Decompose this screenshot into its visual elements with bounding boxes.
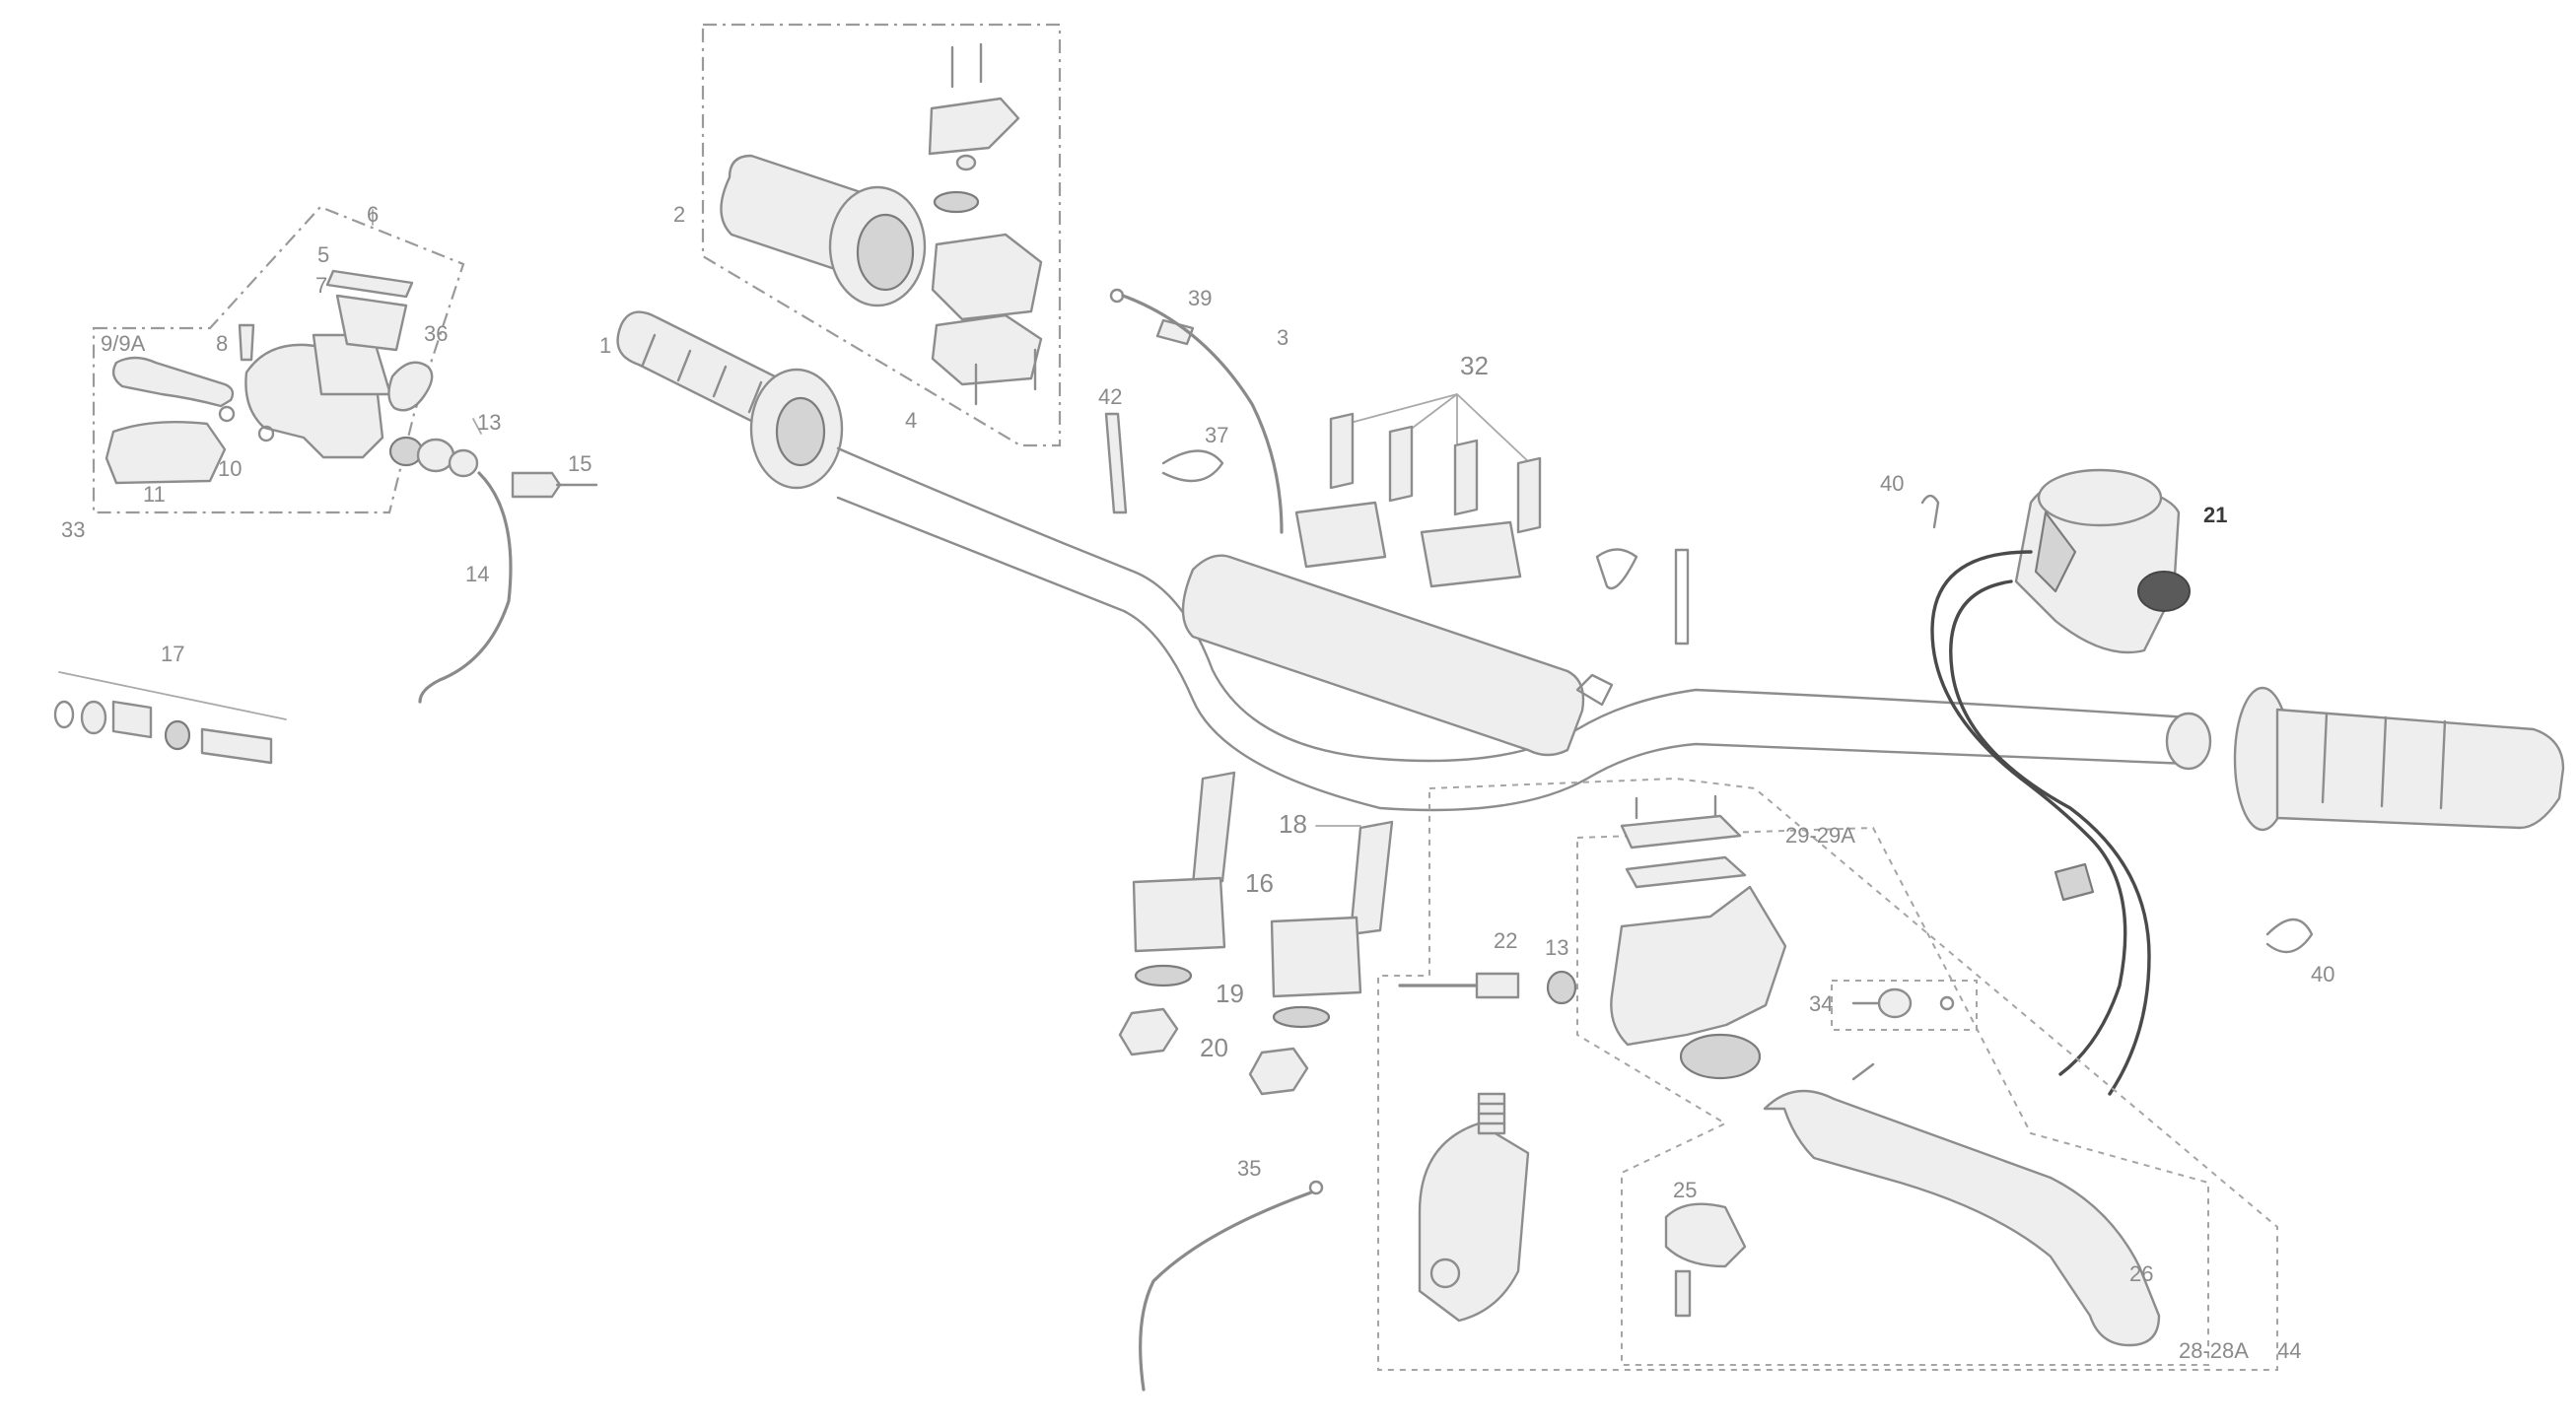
- callout-33: 33: [61, 517, 85, 542]
- callout-36: 36: [424, 321, 448, 346]
- callout-9-9a: 9/9A: [101, 331, 146, 356]
- callout-22: 22: [1494, 928, 1517, 953]
- callout-34: 34: [1809, 991, 1833, 1016]
- callout-10: 10: [218, 456, 242, 481]
- right-grip: [2233, 686, 2565, 832]
- callout-44: 44: [2277, 1338, 2301, 1363]
- callout-5: 5: [317, 242, 329, 267]
- part-35-cable: [1139, 1180, 1324, 1392]
- left-grip: [616, 310, 844, 490]
- part-32-clamp-bolts: [1294, 393, 1542, 588]
- callout-21: 21: [2203, 503, 2227, 527]
- callout-20: 20: [1200, 1033, 1228, 1062]
- kill-switch-assembly: [1930, 468, 2191, 1096]
- callout-15: 15: [568, 451, 592, 476]
- callout-7: 7: [315, 273, 327, 298]
- callout-32: 32: [1460, 351, 1489, 380]
- callout-29-29a: 29-29A: [1785, 823, 1855, 848]
- callout-26: 26: [2129, 1261, 2153, 1286]
- part-17-fittings: [53, 671, 287, 765]
- callout-35: 35: [1237, 1156, 1261, 1181]
- callout-13-left: 13: [477, 410, 501, 435]
- clutch-master-cylinder-assembly: [92, 205, 598, 704]
- callout-25: 25: [1673, 1178, 1697, 1202]
- callout-11: 11: [143, 482, 166, 507]
- part-42-37-clips: [1104, 412, 1224, 514]
- callout-8: 8: [216, 331, 228, 356]
- callout-37: 37: [1205, 423, 1228, 447]
- throttle-cable: [1109, 288, 1284, 534]
- callout-13-right: 13: [1545, 935, 1568, 960]
- callout-16: 16: [1245, 868, 1274, 898]
- leader-lines: [372, 209, 1361, 827]
- callout-40-bottom: 40: [2311, 962, 2334, 986]
- handlebar: [836, 446, 2212, 812]
- callout-39: 39: [1188, 286, 1212, 310]
- callout-6: 6: [367, 202, 379, 227]
- callout-40-top: 40: [1880, 471, 1904, 496]
- callout-28-28a: 28-28A: [2179, 1338, 2249, 1363]
- callout-3: 3: [1277, 325, 1288, 350]
- throttle-assembly: [701, 23, 1062, 447]
- callout-18: 18: [1279, 809, 1307, 839]
- callout-42: 42: [1098, 384, 1122, 409]
- callout-1: 1: [599, 333, 611, 358]
- callout-17: 17: [161, 642, 184, 666]
- handlebar-clamp-lower: [1118, 771, 1394, 1096]
- callout-labels: 1 2 3 4 5 6 7 8 9/9A 10 11 13 13 14 15 1…: [61, 202, 2334, 1363]
- front-brake-master-assembly: [1377, 777, 2278, 1371]
- part-40-clip-and-pin: [1595, 494, 2314, 954]
- callout-19: 19: [1216, 979, 1244, 1008]
- callout-14: 14: [465, 562, 489, 586]
- callout-2: 2: [673, 202, 685, 227]
- callout-4: 4: [905, 408, 917, 433]
